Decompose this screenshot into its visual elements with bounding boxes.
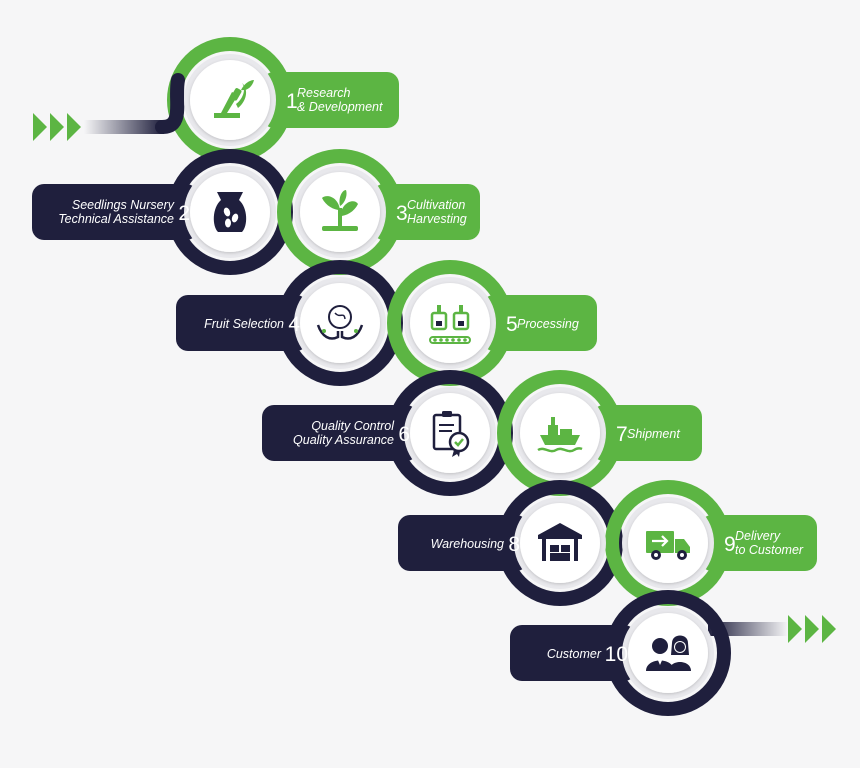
step-number-8: 8 bbox=[508, 533, 520, 556]
icon-circle bbox=[300, 283, 380, 363]
start-arrows bbox=[33, 113, 164, 141]
microscope-sprout-icon bbox=[214, 80, 254, 118]
warehouse-icon bbox=[538, 523, 582, 561]
step-number-5: 5 bbox=[506, 313, 518, 336]
sprout-icon bbox=[322, 190, 358, 231]
step-pill-2 bbox=[32, 184, 198, 240]
step-label-5: Processing bbox=[517, 317, 579, 331]
step-pill-10 bbox=[510, 625, 636, 681]
icon-circle bbox=[410, 283, 490, 363]
step-label-8: Warehousing bbox=[431, 537, 504, 551]
icon-circle bbox=[410, 393, 490, 473]
cargo-ship-icon bbox=[537, 417, 583, 453]
hands-fruit-icon bbox=[316, 305, 364, 340]
clipboard-certificate-icon bbox=[432, 411, 470, 457]
delivery-truck-icon bbox=[646, 531, 690, 560]
processing-machine-icon bbox=[429, 305, 471, 344]
step-pill-9 bbox=[700, 515, 817, 571]
step-pill-5 bbox=[482, 295, 597, 351]
step-number-6: 6 bbox=[398, 423, 410, 446]
step-pill-4 bbox=[176, 295, 308, 351]
end-arrows bbox=[708, 615, 836, 643]
step-number-9: 9 bbox=[724, 533, 736, 556]
step-number-7: 7 bbox=[616, 423, 628, 446]
start-connector bbox=[155, 73, 185, 134]
step-label-7: Shipment bbox=[627, 427, 680, 441]
step-number-2: 2 bbox=[178, 202, 190, 225]
step-pill-1 bbox=[262, 72, 399, 128]
step-pill-7 bbox=[592, 405, 702, 461]
step-number-3: 3 bbox=[396, 202, 408, 225]
step-number-1: 1 bbox=[286, 90, 298, 113]
step-pill-6 bbox=[262, 405, 418, 461]
seed-bag-icon bbox=[213, 192, 247, 232]
customers-icon bbox=[646, 635, 691, 671]
step-pill-3 bbox=[372, 184, 480, 240]
icon-circle bbox=[520, 503, 600, 583]
step-label-1: Research& Development bbox=[297, 86, 383, 114]
step-label-4: Fruit Selection bbox=[204, 317, 284, 331]
step-number-10: 10 bbox=[605, 643, 628, 666]
step-pill-8 bbox=[398, 515, 528, 571]
icon-circle bbox=[628, 613, 708, 693]
step-number-4: 4 bbox=[288, 313, 300, 336]
step-label-10: Customer bbox=[547, 647, 602, 661]
